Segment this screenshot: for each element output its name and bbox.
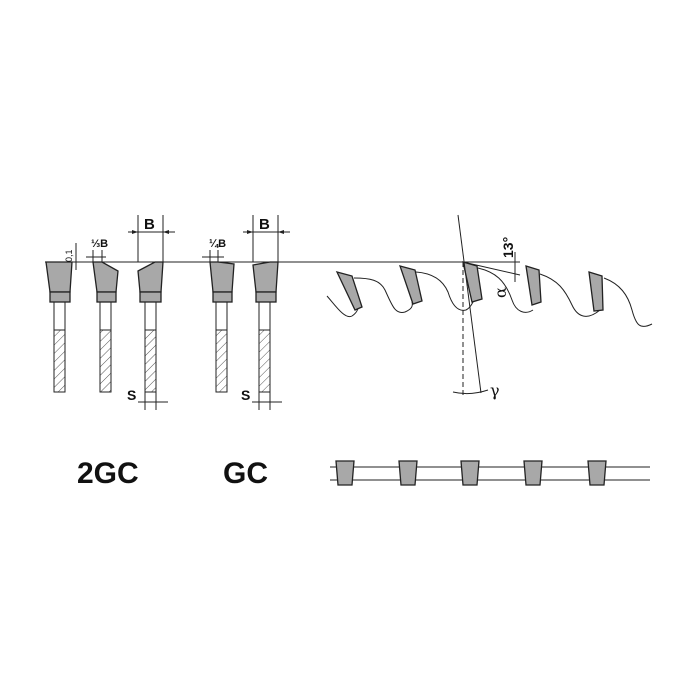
- tooth-gc-chamfer-left: [252, 261, 279, 393]
- b-label-2gc: B: [144, 216, 155, 233]
- s-dimension-gc: S: [241, 387, 282, 410]
- third-b-dimension: ⅓B: [86, 238, 108, 262]
- rake-line: [457, 214, 482, 394]
- blade-side-view: [326, 261, 653, 327]
- tolerance-label: 0,1: [64, 249, 74, 262]
- b-dimension-2gc: B: [128, 215, 175, 262]
- type-2gc-label: 2GC: [77, 457, 139, 490]
- blade-top-view: [330, 460, 650, 486]
- quarter-b-dimension: ¼B: [202, 238, 226, 262]
- clearance-line: [462, 261, 521, 276]
- tooth-side-2: [398, 265, 423, 305]
- b-dimension-gc: B: [243, 215, 290, 262]
- type-gc-label: GC: [223, 457, 268, 490]
- tooth-side-5: [588, 271, 604, 312]
- gamma-arc: [452, 389, 489, 395]
- tooth-2gc-chamfer-left: [137, 261, 164, 393]
- tooth-side-1: [335, 271, 363, 311]
- alpha-label: α: [491, 287, 510, 298]
- quarter-b-label: ¼B: [209, 238, 226, 250]
- tooth-side-4: [525, 265, 542, 306]
- b-label-gc: B: [259, 216, 270, 233]
- tooth-2gc-chamfer-right: [92, 261, 119, 393]
- tooth-gc-chamfer-right: [209, 261, 235, 393]
- tolerance-dimension: 0,1: [64, 243, 80, 270]
- tooth-side-3: [462, 261, 483, 303]
- angle-13-label: 13°: [500, 237, 516, 258]
- s-label-2gc: S: [127, 387, 136, 403]
- gamma-label: γ: [490, 381, 500, 400]
- s-label-gc: S: [241, 387, 250, 403]
- s-dimension-2gc: S: [127, 387, 168, 410]
- third-b-label: ⅓B: [91, 238, 108, 250]
- tooth-2gc-flat: [45, 261, 73, 393]
